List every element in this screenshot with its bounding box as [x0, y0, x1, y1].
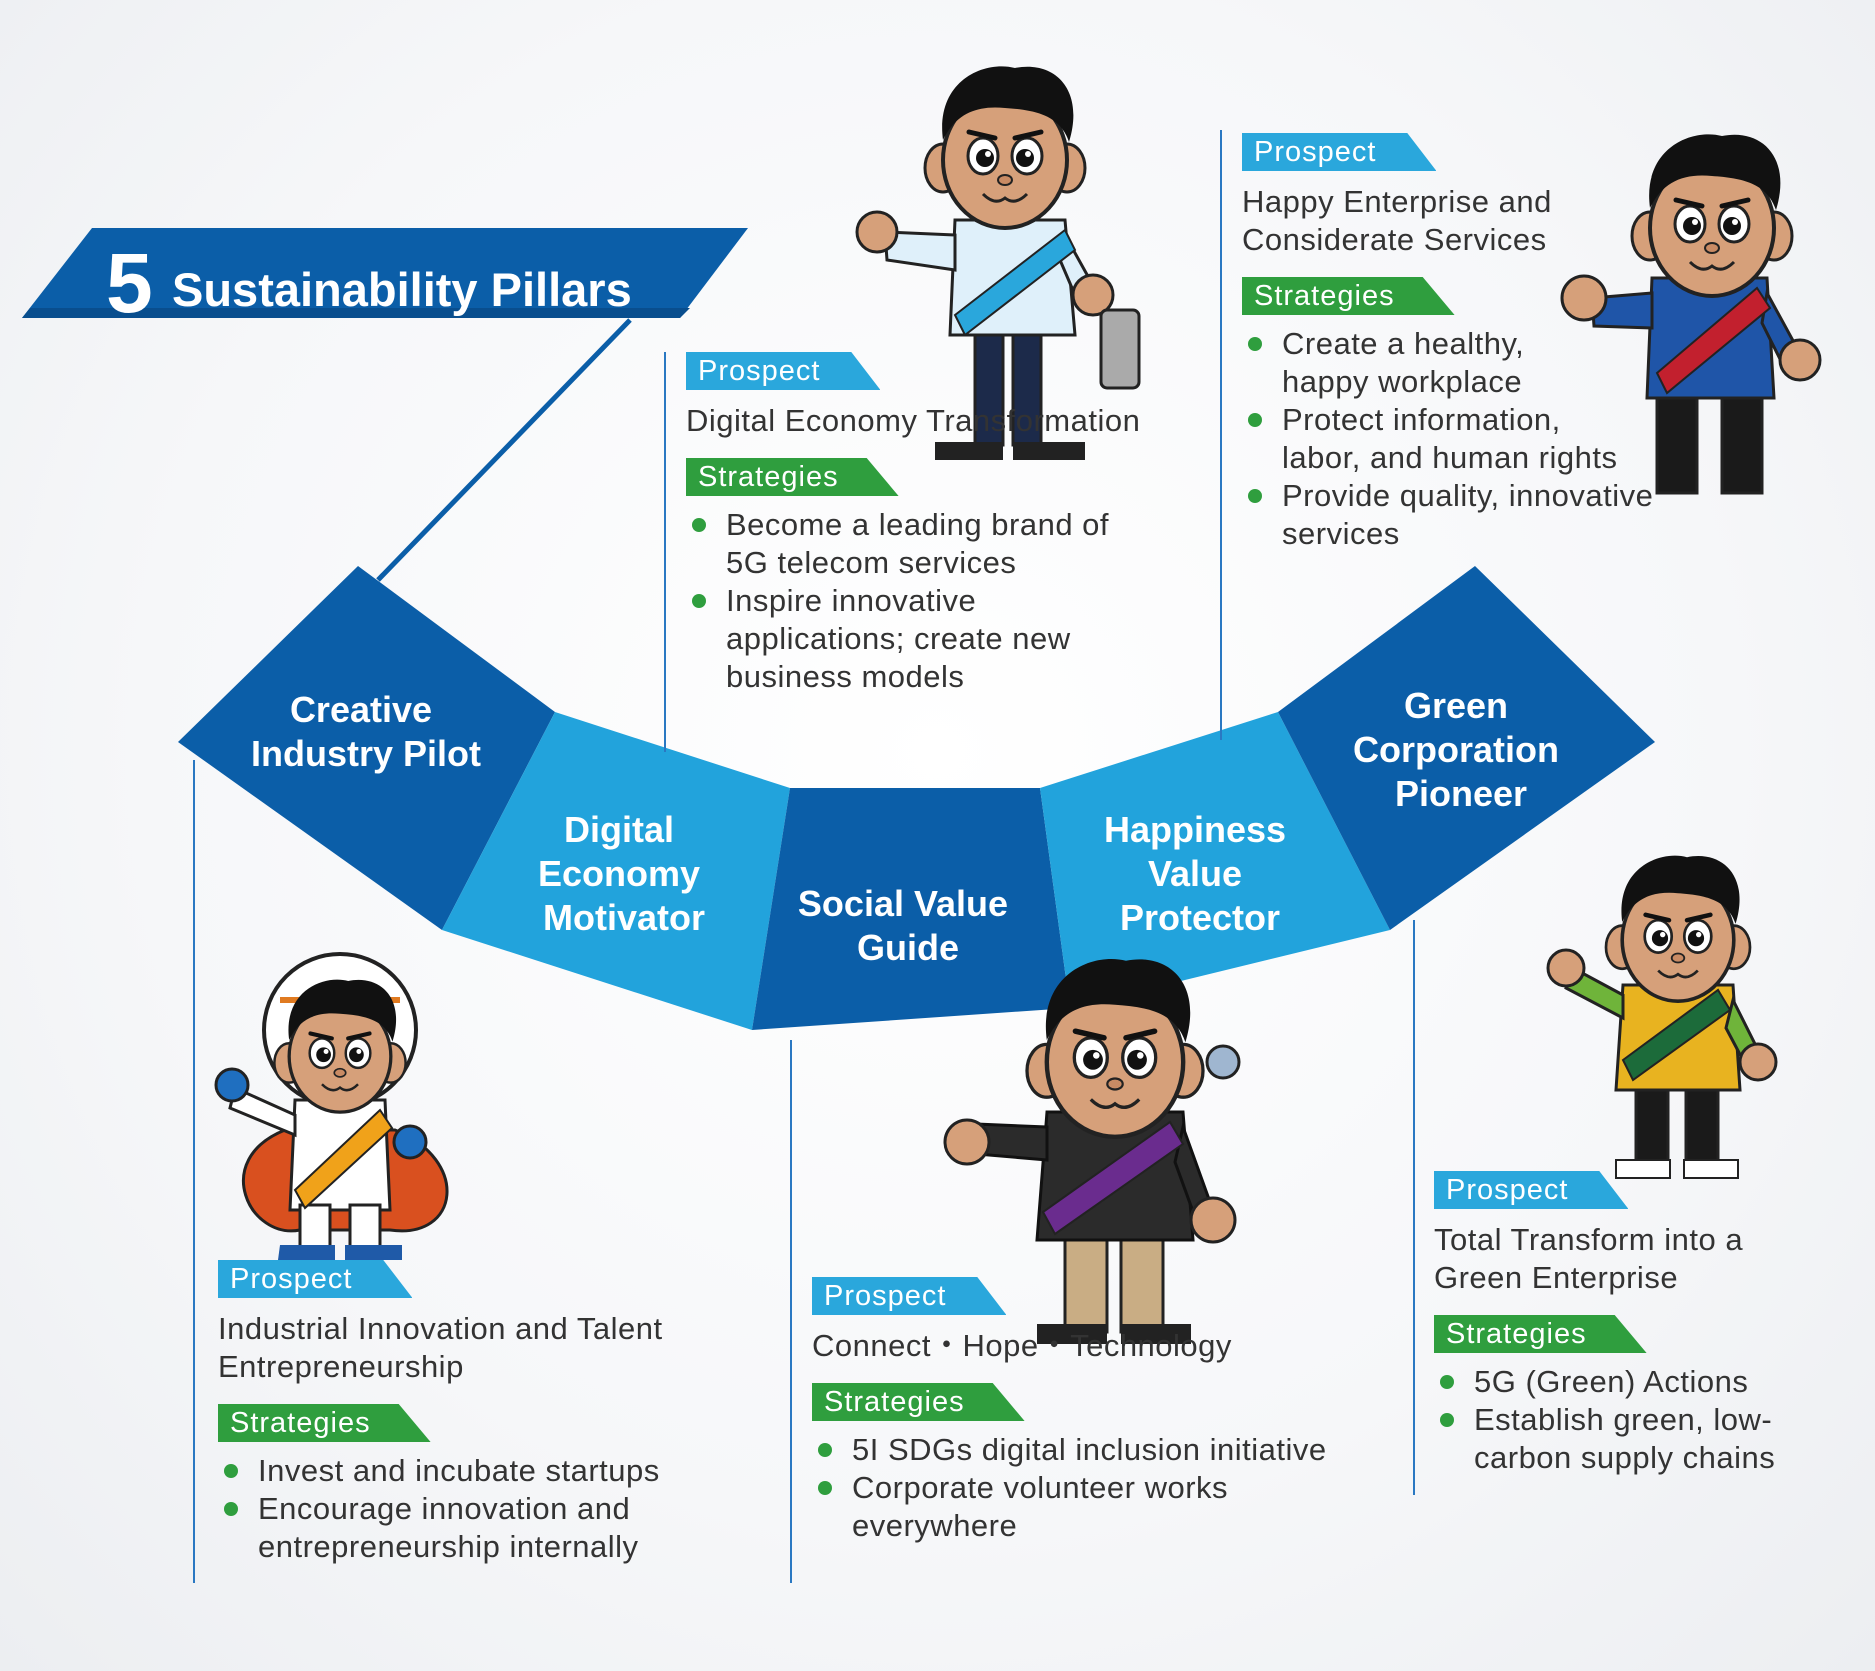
line-creative: [193, 760, 195, 1583]
strategy-item: Create a healthy,happy workplace: [1242, 325, 1692, 401]
panel-creative: Prospect Industrial Innovation and Talen…: [218, 1260, 718, 1566]
line-social: [790, 1040, 792, 1583]
title-connector: [376, 318, 632, 582]
prospect-tag: Prospect: [1434, 1171, 1629, 1209]
strategies-tag: Strategies: [1242, 277, 1455, 315]
prospect-text: Digital Economy Transformation: [686, 403, 1141, 438]
segment-digital: [442, 712, 790, 1030]
prospect-tag: Prospect: [686, 352, 881, 390]
strategies-tag: Strategies: [218, 1404, 431, 1442]
pillar-digital-label: Digital Economy Motivator: [538, 809, 710, 938]
pillar-arc: [178, 566, 1655, 1030]
strategies-tag: Strategies: [686, 458, 899, 496]
strategy-list: 5G (Green) Actions Establish green, low-…: [1434, 1363, 1864, 1477]
title-number: 5: [106, 236, 153, 330]
title-text: Sustainability Pillars: [172, 263, 632, 316]
panel-social: Prospect Connect・Hope・Technology Strateg…: [812, 1277, 1372, 1545]
strategy-item: 5G (Green) Actions: [1434, 1363, 1864, 1401]
segment-happiness: [1040, 712, 1390, 1008]
line-green: [1413, 920, 1415, 1495]
strategy-list: Create a healthy,happy workplace Protect…: [1242, 325, 1692, 553]
strategy-item: Invest and incubate startups: [218, 1452, 718, 1490]
strategy-item: Protect information,labor, and human rig…: [1242, 401, 1692, 477]
segment-social: [752, 788, 1070, 1030]
line-happiness: [1220, 130, 1222, 740]
prospect-text: Connect・Hope・Technology: [812, 1328, 1232, 1363]
strategy-item: 5I SDGs digital inclusion initiative: [812, 1431, 1372, 1469]
mascot-happiness: [1560, 134, 1822, 495]
title-banner: 5 Sustainability Pillars: [22, 228, 748, 330]
mascot-green: [1546, 856, 1778, 1179]
pillar-green-label: Green Corporation Pioneer: [1353, 685, 1569, 814]
pillar-creative-label: Creative Industry Pilot: [251, 689, 481, 774]
prospect-tag: Prospect: [218, 1260, 413, 1298]
mascot-creative: [214, 952, 449, 1260]
pillar-social-label: Social Value Guide: [798, 883, 1018, 968]
strategies-tag: Strategies: [812, 1383, 1025, 1421]
mascot-digital: [855, 66, 1141, 460]
prospect-tag: Prospect: [812, 1277, 1007, 1315]
strategy-list: 5I SDGs digital inclusion initiative Cor…: [812, 1431, 1372, 1545]
segment-creative: [178, 566, 555, 930]
segment-green: [1278, 566, 1655, 930]
pillar-happiness-label: Happiness Value Protector: [1104, 809, 1296, 938]
strategy-list: Invest and incubate startups Encourage i…: [218, 1452, 718, 1566]
strategies-tag: Strategies: [1434, 1315, 1647, 1353]
mascot-social: [943, 959, 1241, 1344]
line-digital: [664, 352, 666, 752]
strategy-item: Establish green, low-carbon supply chain…: [1434, 1401, 1864, 1477]
prospect-tag: Prospect: [1242, 133, 1437, 171]
panel-digital: Prospect Digital Economy Transformation …: [686, 352, 1186, 696]
